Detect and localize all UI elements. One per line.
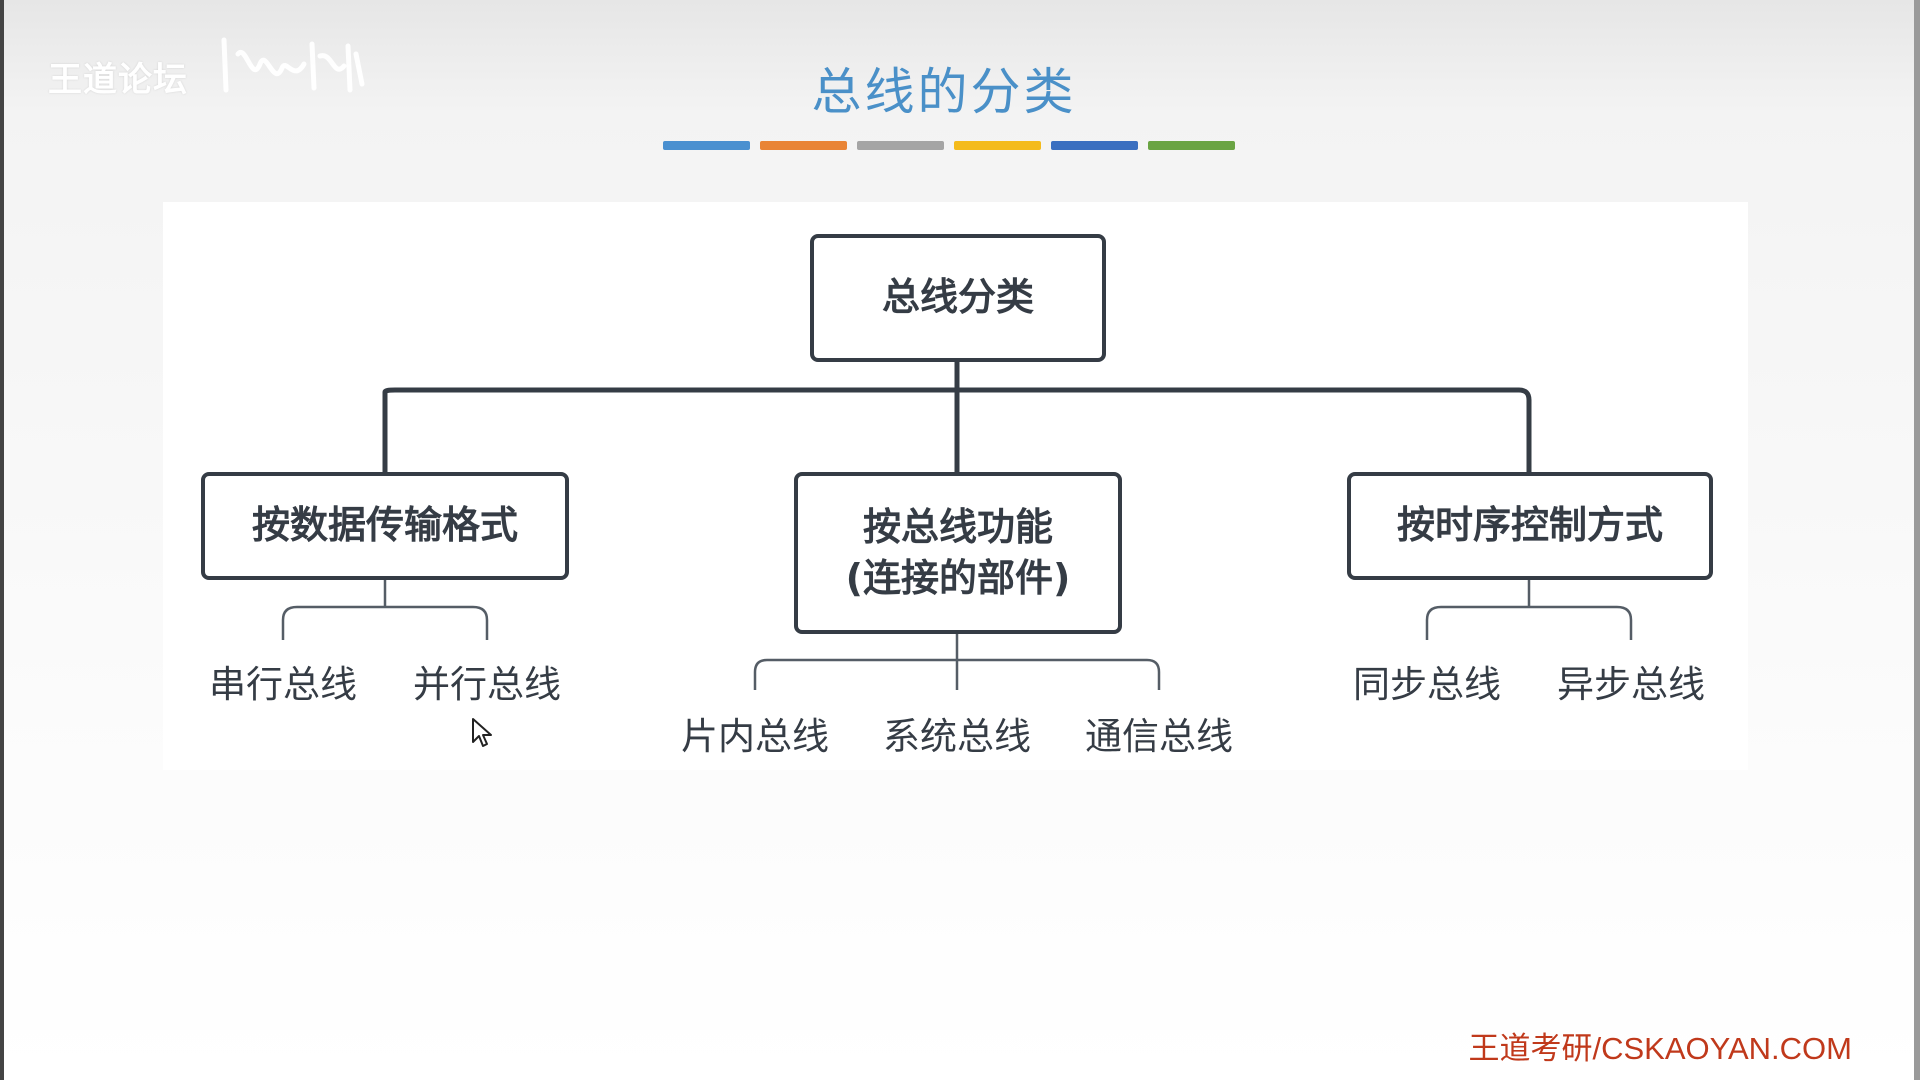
underline-bar-3 [857,141,944,150]
leaf-async-bus: 异步总线 [1557,663,1705,706]
underline-bar-5 [1051,141,1138,150]
leaf-parallel-bus: 并行总线 [413,663,561,706]
leaf-sync-bus: 同步总线 [1353,663,1501,706]
branch-node-timing: 按时序控制方式 [1347,472,1713,580]
watermark-signature-mark [221,37,365,93]
middle-leaf-bracket [753,632,1161,690]
underline-bar-1 [663,141,750,150]
watermark-logo: 王道论坛 [48,60,188,100]
underline-bar-4 [954,141,1041,150]
mouse-cursor-icon [472,718,492,747]
leaf-communication-bus: 通信总线 [1085,715,1233,758]
leaf-serial-bus: 串行总线 [209,663,357,706]
right-window-edge [1914,0,1920,1080]
right-leaf-bracket [1425,578,1633,640]
root-node: 总线分类 [810,234,1106,362]
left-leaf-bracket [281,578,489,640]
connector-lines [281,360,1633,690]
main-branch-line [382,387,1532,474]
underline-bar-6 [1148,141,1235,150]
title-underline-bars [663,141,1235,150]
diagram-panel: 总线分类 按数据传输格式 按总线功能 (连接的部件) 按时序控制方式 串行总线 … [163,202,1748,770]
root-node-label: 总线分类 [881,275,1034,320]
leaf-on-chip-bus: 片内总线 [681,715,829,758]
left-window-edge [0,0,4,1080]
branch-node-format-label: 按数据传输格式 [251,503,518,548]
branch-node-function: 按总线功能 (连接的部件) [794,472,1122,634]
branch-node-timing-label: 按时序控制方式 [1396,503,1663,548]
leaf-system-bus: 系统总线 [883,715,1031,758]
branch-node-function-label: 按总线功能 [862,504,1053,549]
branch-node-function-sublabel: (连接的部件) [845,556,1071,600]
slide-title: 总线的分类 [811,63,1077,121]
underline-bar-2 [760,141,847,150]
footer-brand: 王道考研/CSKAOYAN.COM [1468,1031,1852,1066]
branch-node-format: 按数据传输格式 [201,472,569,580]
